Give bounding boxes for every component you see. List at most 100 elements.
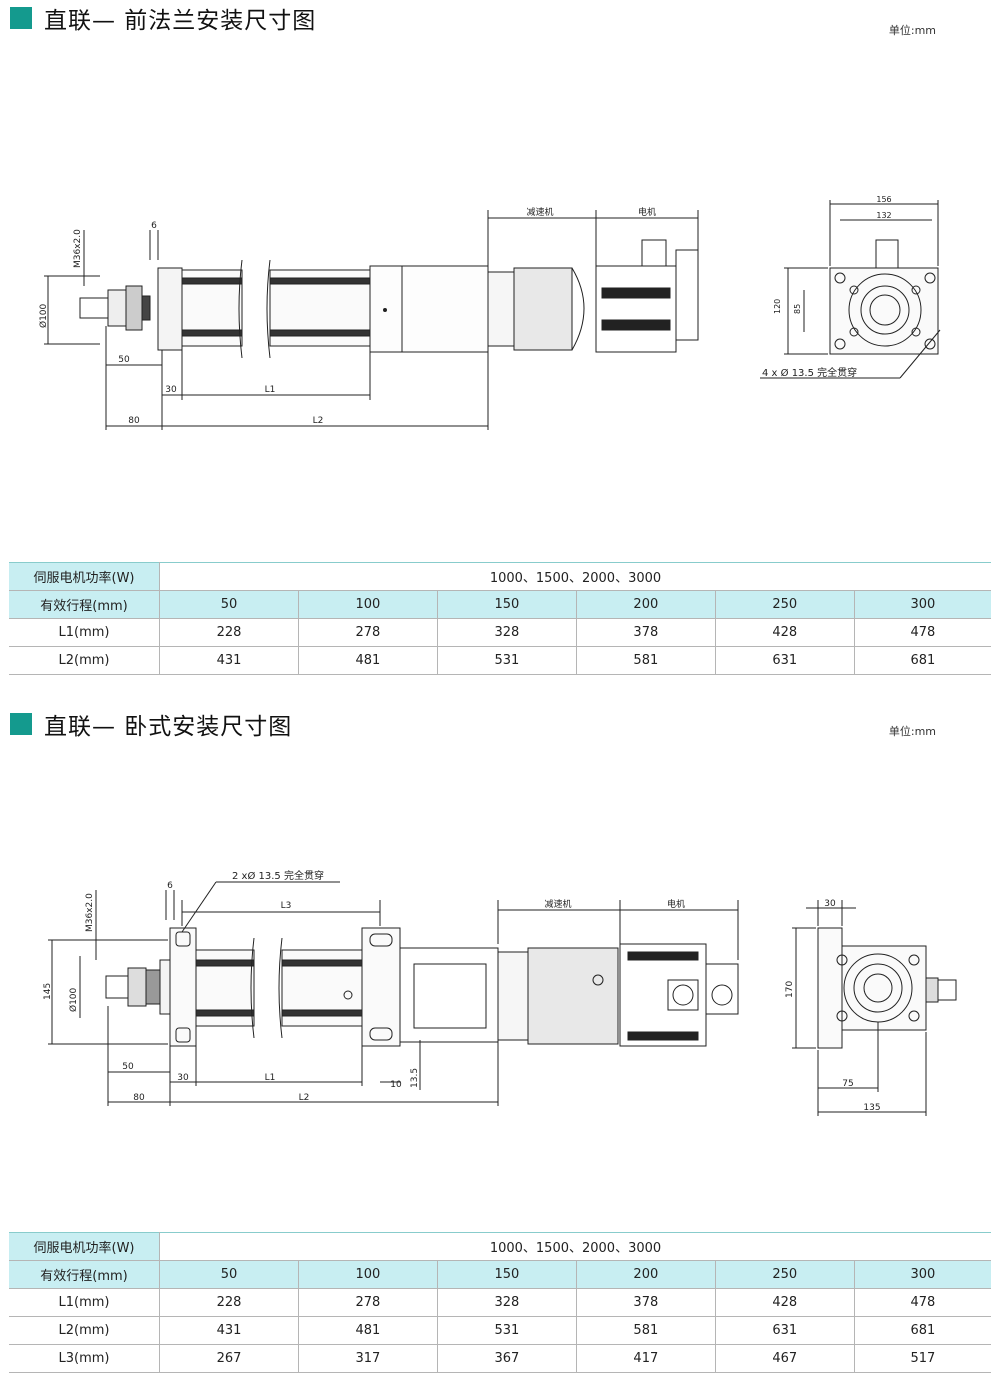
table-cell: 278 [298,1288,438,1317]
section2-spec-table: 伺服电机功率(W) 1000、1500、2000、3000 有效行程(mm) 5… [9,1232,991,1373]
table-cell: 681 [854,646,991,675]
table-cell: 317 [298,1344,438,1373]
label-reducer: 减速机 [544,898,571,910]
table-cell: 431 [159,1316,299,1345]
table-cell: 278 [298,618,438,647]
label-d80: 80 [128,416,140,426]
label-d50: 50 [122,1062,134,1072]
section-marker-icon [10,713,32,735]
table-cell: 631 [715,1316,855,1345]
table-cell: 481 [298,646,438,675]
section1-spec-table: 伺服电机功率(W) 1000、1500、2000、3000 有效行程(mm) 5… [9,562,991,675]
section1-title: 直联— 前法兰安装尺寸图 [44,8,317,34]
table-cell: 478 [854,1288,991,1317]
table-cell: 378 [576,618,716,647]
label-thread: M36x2.0 [85,893,95,932]
label-d30: 30 [177,1073,189,1083]
section2-header: 直联— 卧式安装尺寸图 [10,708,292,740]
label-h85: 85 [793,304,802,314]
table-row: 伺服电机功率(W) 1000、1500、2000、3000 [9,1232,991,1261]
section2-unit: 单位:mm [888,725,936,738]
section1-drawing: M36x2.0 Ø100 6 50 30 L1 80 L2 减速机 电机 156… [38,195,941,430]
label-w156: 156 [876,195,891,204]
stroke-cell: 300 [854,590,991,619]
label-h120: 120 [773,299,782,314]
stroke-label: 有效行程(mm) [9,590,160,619]
label-thread: M36x2.0 [73,229,83,268]
table-cell: 581 [576,646,716,675]
table-cell: 228 [159,1288,299,1317]
table-cell: 431 [159,646,299,675]
stroke-cell: 200 [576,590,716,619]
table-cell: 367 [437,1344,577,1373]
section2-drawing: M36x2.0 Ø100 145 6 2 xØ 13.5 完全贯穿 L3 50 … [43,869,957,1116]
label-L3: L3 [281,901,292,911]
section-marker-icon [10,7,32,29]
label-d6: 6 [167,881,173,891]
label-d135v: 13.5 [410,1068,420,1088]
stroke-cell: 100 [298,590,438,619]
label-holes: 2 xØ 13.5 完全贯穿 [232,869,324,882]
table-row: L1(mm) 228 278 328 378 428 478 [9,1288,991,1317]
table-cell: 267 [159,1344,299,1373]
table-cell: 378 [576,1288,716,1317]
table-cell: 328 [437,1288,577,1317]
table-cell: 417 [576,1344,716,1373]
row-label: L2(mm) [9,1316,160,1345]
table-cell: 467 [715,1344,855,1373]
label-w30: 30 [824,899,836,909]
table-cell: 428 [715,1288,855,1317]
power-label: 伺服电机功率(W) [9,562,160,591]
label-d30: 30 [165,385,177,395]
table-row: 有效行程(mm) 50 100 150 200 250 300 [9,590,991,619]
label-L2: L2 [313,416,324,426]
power-label: 伺服电机功率(W) [9,1232,160,1261]
label-motor: 电机 [667,898,685,910]
label-w135: 135 [863,1103,880,1113]
label-reducer: 减速机 [526,206,553,218]
section1-header: 直联— 前法兰安装尺寸图 [10,2,316,34]
table-row: 有效行程(mm) 50 100 150 200 250 300 [9,1260,991,1289]
label-motor: 电机 [638,206,656,218]
stroke-cell: 100 [298,1260,438,1289]
label-d80: 80 [133,1093,145,1103]
label-d50: 50 [118,355,130,365]
stroke-cell: 50 [159,1260,299,1289]
stroke-cell: 200 [576,1260,716,1289]
label-L2: L2 [299,1093,310,1103]
table-cell: 681 [854,1316,991,1345]
label-d10: 10 [390,1080,402,1090]
stroke-cell: 250 [715,590,855,619]
label-w132: 132 [876,211,891,220]
label-d6: 6 [151,221,157,231]
table-cell: 328 [437,618,577,647]
label-h145: 145 [43,983,53,1000]
table-cell: 531 [437,1316,577,1345]
label-w75: 75 [842,1079,853,1089]
label-h170: 170 [785,981,795,998]
row-label: L1(mm) [9,618,160,647]
table-row: L3(mm) 267 317 367 417 467 517 [9,1344,991,1373]
label-dia100: Ø100 [38,303,49,328]
table-cell: 531 [437,646,577,675]
table-row: L2(mm) 431 481 531 581 631 681 [9,1316,991,1345]
table-row: L2(mm) 431 481 531 581 631 681 [9,646,991,675]
power-value: 1000、1500、2000、3000 [159,562,991,591]
stroke-cell: 250 [715,1260,855,1289]
label-dia100: Ø100 [68,987,79,1012]
label-holes: 4 x Ø 13.5 完全贯穿 [762,366,857,379]
table-cell: 517 [854,1344,991,1373]
table-cell: 478 [854,618,991,647]
table-row: L1(mm) 228 278 328 378 428 478 [9,618,991,647]
stroke-cell: 300 [854,1260,991,1289]
row-label: L2(mm) [9,646,160,675]
power-value: 1000、1500、2000、3000 [159,1232,991,1261]
label-L1: L1 [265,1073,276,1083]
row-label: L3(mm) [9,1344,160,1373]
table-cell: 228 [159,618,299,647]
table-cell: 581 [576,1316,716,1345]
label-L1: L1 [265,385,276,395]
section1-unit: 单位:mm [888,24,936,37]
table-cell: 428 [715,618,855,647]
stroke-cell: 150 [437,1260,577,1289]
